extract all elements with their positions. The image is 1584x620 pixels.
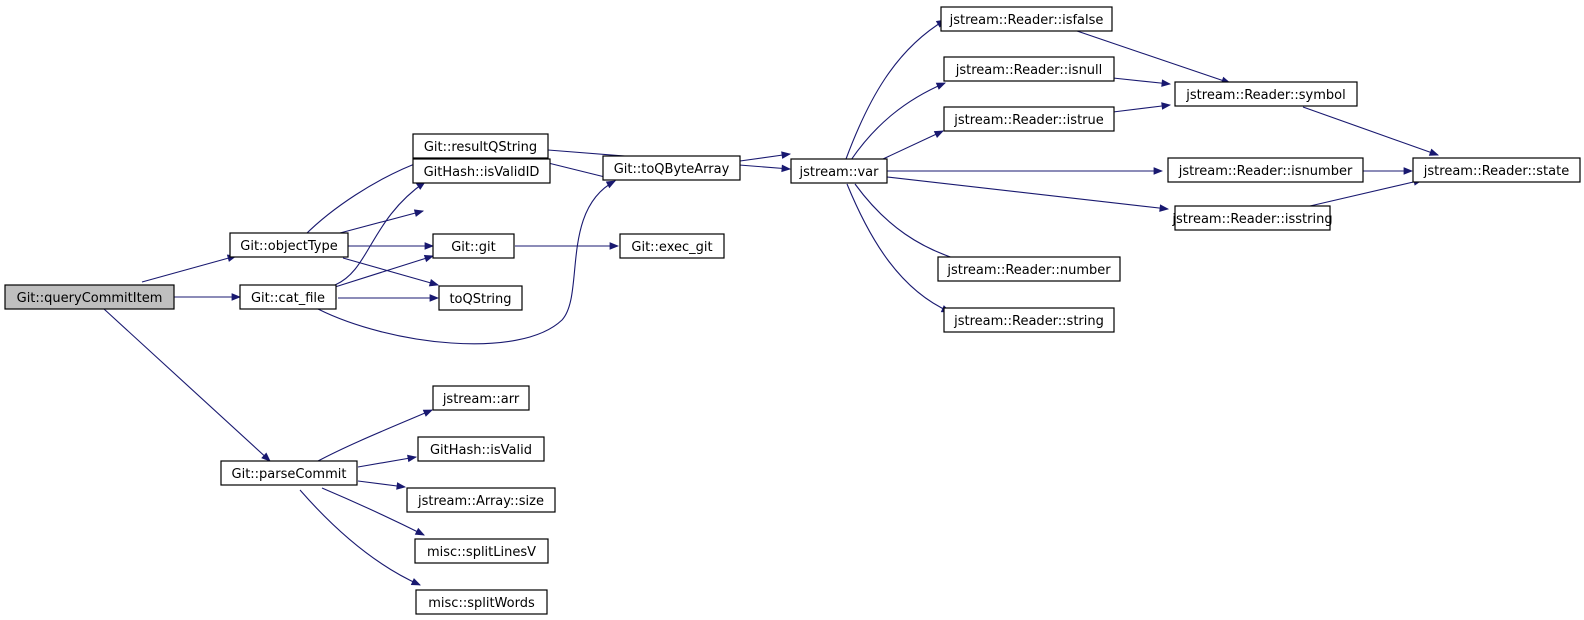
node-git-resultqstring[interactable]: Git::resultQString — [412, 133, 549, 159]
edge-var-isfalse — [845, 20, 945, 160]
node-label: Git::queryCommitItem — [17, 291, 163, 306]
node-label: jstream::var — [799, 165, 880, 180]
edge-toqbytearray-var — [739, 154, 790, 162]
node-git-cat-file[interactable]: Git::cat_file — [239, 284, 337, 310]
edge-parsecommit-splitlinesv — [321, 487, 424, 536]
edge-isstring-state — [1309, 180, 1422, 207]
edge-parsecommit-isvalid — [357, 457, 416, 468]
node-git-querycommititem[interactable]: Git::queryCommitItem — [4, 284, 175, 310]
edge-var-number — [854, 183, 970, 263]
edge-parsecommit-arr — [317, 409, 432, 462]
nodes: Git::queryCommitItem Git::objectType Git… — [4, 6, 1581, 615]
node-label: jstream::Reader::state — [1423, 164, 1569, 179]
node-label: Git::objectType — [240, 239, 337, 254]
node-label: jstream::Reader::isstring — [1171, 212, 1332, 227]
edge-var-isstring — [886, 176, 1168, 209]
node-label: jstream::Reader::istrue — [953, 113, 1104, 128]
node-label: Git::toQByteArray — [614, 162, 730, 177]
node-label: misc::splitLinesV — [427, 545, 536, 560]
node-label: jstream::Reader::isnumber — [1178, 164, 1353, 179]
node-jstream-var[interactable]: jstream::var — [790, 158, 888, 184]
edge-isnull-symbol — [1112, 77, 1170, 84]
node-reader-symbol[interactable]: jstream::Reader::symbol — [1174, 81, 1358, 107]
node-git-git[interactable]: Git::git — [432, 233, 515, 259]
node-label: Git::cat_file — [251, 291, 325, 306]
node-label: jstream::Reader::number — [946, 263, 1111, 278]
node-git-objecttype[interactable]: Git::objectType — [229, 232, 349, 258]
node-githash-isvalidid[interactable]: GitHash::isValidID — [412, 158, 551, 184]
node-git-parsecommit[interactable]: Git::parseCommit — [220, 460, 358, 486]
node-label: jstream::Array::size — [417, 494, 544, 509]
node-label: misc::splitWords — [428, 596, 535, 611]
node-reader-isnull[interactable]: jstream::Reader::isnull — [943, 56, 1115, 82]
node-reader-isstring[interactable]: jstream::Reader::isstring — [1171, 205, 1333, 231]
edge-parsecommit-array-size — [357, 480, 405, 487]
node-label: jstream::Reader::symbol — [1185, 88, 1345, 103]
edge-symbol-state — [1302, 106, 1438, 155]
node-label: toQString — [449, 292, 511, 307]
node-reader-istrue[interactable]: jstream::Reader::istrue — [943, 106, 1115, 132]
node-label: Git::git — [451, 240, 496, 255]
node-reader-state[interactable]: jstream::Reader::state — [1412, 157, 1581, 183]
edge-querycommititem-parsecommit — [103, 308, 270, 461]
node-jstream-array-size[interactable]: jstream::Array::size — [406, 487, 556, 513]
edge-cat-file-git — [334, 256, 433, 288]
node-reader-isfalse[interactable]: jstream::Reader::isfalse — [940, 6, 1113, 32]
node-label: jstream::Reader::isfalse — [949, 13, 1104, 28]
node-jstream-arr[interactable]: jstream::arr — [432, 385, 530, 411]
edge-objecttype-toqstring — [342, 257, 438, 285]
node-reader-string[interactable]: jstream::Reader::string — [943, 307, 1115, 333]
node-label: GitHash::isValid — [430, 443, 532, 458]
edge-objecttype-isvalidid — [339, 211, 423, 234]
edge-istrue-symbol — [1112, 105, 1170, 113]
node-misc-splitlinesv[interactable]: misc::splitLinesV — [414, 538, 549, 564]
node-reader-number[interactable]: jstream::Reader::number — [937, 256, 1121, 282]
edge-cat-file-isvalidid — [334, 182, 425, 286]
edge-var-isnull — [850, 82, 945, 161]
edge-querycommititem-objecttype — [141, 256, 236, 283]
node-reader-isnumber[interactable]: jstream::Reader::isnumber — [1167, 157, 1364, 183]
node-misc-splitwords[interactable]: misc::splitWords — [415, 589, 548, 615]
node-label: Git::exec_git — [631, 240, 712, 255]
node-label: jstream::Reader::string — [953, 314, 1104, 329]
edge-parsecommit-splitwords — [299, 489, 420, 586]
node-githash-isvalid[interactable]: GitHash::isValid — [417, 436, 545, 462]
edge-cat-file-toqbytearray — [317, 181, 615, 345]
edge-isfalse-symbol — [1076, 30, 1230, 83]
edge-var-string — [846, 183, 950, 313]
node-git-exec-git[interactable]: Git::exec_git — [619, 233, 725, 259]
node-label: Git::parseCommit — [232, 467, 347, 482]
edge-objecttype-resultqstring — [304, 160, 425, 236]
node-git-toqbytearray[interactable]: Git::toQByteArray — [602, 155, 741, 181]
node-label: jstream::arr — [442, 392, 520, 407]
node-label: jstream::Reader::isnull — [955, 63, 1103, 78]
node-toqstring[interactable]: toQString — [438, 285, 523, 311]
node-label: Git::resultQString — [424, 140, 537, 155]
edge-var-istrue — [882, 130, 943, 160]
node-label: GitHash::isValidID — [424, 165, 540, 180]
